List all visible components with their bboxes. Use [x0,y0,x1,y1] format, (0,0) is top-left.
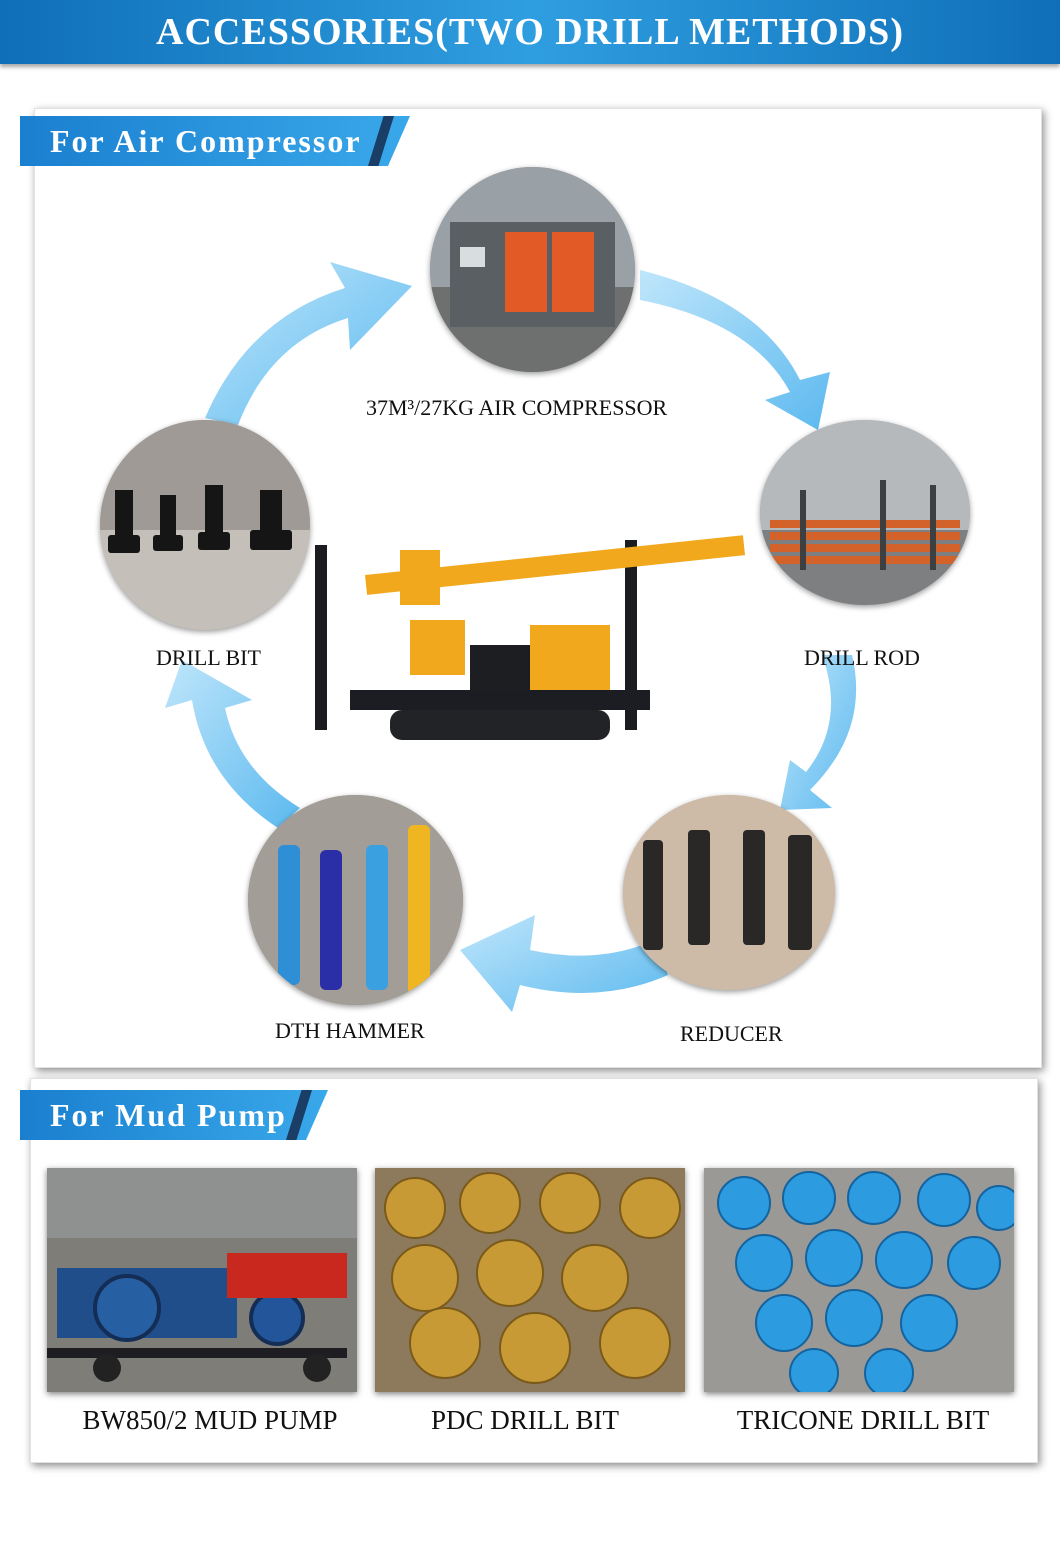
page-title: ACCESSORIES(TWO DRILL METHODS) [156,11,904,53]
arrow-1 [640,270,830,430]
crawler-drilling-rig-image [310,535,750,760]
page-banner: ACCESSORIES(TWO DRILL METHODS) [0,0,1060,64]
drill-rod-image [760,420,970,605]
reducer-label: REDUCER [680,1021,783,1046]
tricone-drill-bit-label: TRICONE DRILL BIT [736,1405,990,1435]
pdc-drill-bit-image [375,1168,685,1392]
pdc-drill-bit-label: PDC DRILL BIT [431,1405,619,1435]
dth-hammer-label: DTH HAMMER [275,1018,425,1043]
arrow-2 [780,655,857,810]
air-compressor-label: 37M³/27KG AIR COMPRESSOR [366,395,668,420]
drill-rod-label: DRILL ROD [804,645,920,670]
reducer-image [623,795,835,990]
arrow-3 [460,915,668,1012]
drill-bit-label: DRILL BIT [156,645,261,670]
air-compressor-image [430,167,635,372]
arrow-4 [165,660,300,828]
mud-pump-image [47,1168,357,1392]
mud-pump-tag: For Mud Pump [20,1090,328,1140]
tricone-drill-bit-image [704,1168,1014,1392]
air-compressor-tag: For Air Compressor [20,116,410,166]
arrow-5 [205,262,412,425]
drill-bit-image [100,420,310,630]
dth-hammer-image [248,795,463,1005]
mud-pump-label: BW850/2 MUD PUMP [82,1405,338,1435]
